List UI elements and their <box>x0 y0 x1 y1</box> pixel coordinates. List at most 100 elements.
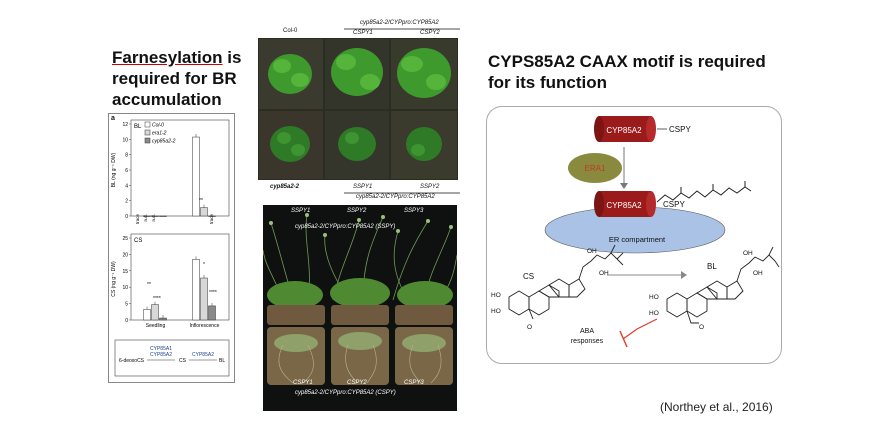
y-tick-label: 0 <box>125 318 128 324</box>
legend-swatch <box>144 121 151 128</box>
label-sspy1: SSPY1 <box>353 184 373 190</box>
pathway-enzyme2: CYP85A2 <box>192 352 214 358</box>
cyp85a2-top-cylinder <box>594 116 656 142</box>
sig-mark: * <box>203 262 205 268</box>
label-sspy2: SSPY2 <box>420 184 440 190</box>
legend-label: era1-2 <box>152 131 167 137</box>
chart-title: BL <box>134 124 142 130</box>
legend-swatch <box>144 129 151 136</box>
y-tick-label: 15 <box>122 269 128 275</box>
y-tick-label: 2 <box>125 199 128 205</box>
svg-text:HO: HO <box>491 292 501 299</box>
title-is: is <box>222 48 242 67</box>
svg-text:OH: OH <box>599 270 609 277</box>
chart-frame <box>130 119 230 217</box>
label-cspy1: CSPY1 <box>353 30 373 36</box>
y-tick-label: 10 <box>122 137 128 143</box>
label-sspy-group: cyp85a2-2/CYPpro:CYP85A2 (SSPY) <box>295 224 396 230</box>
svg-text:OH: OH <box>753 270 763 277</box>
svg-text:O: O <box>527 324 532 331</box>
sig-mark: **** <box>153 296 161 302</box>
left-title: Farnesylation is required for BR accumul… <box>112 47 277 110</box>
group-bracket-mid <box>344 192 460 194</box>
cyp-bottom-text: CYP85A2 <box>606 201 642 210</box>
pathway-enzyme1b: CYP85A2 <box>150 352 172 358</box>
cs-structure <box>508 244 624 320</box>
trace-label: n.d. <box>143 214 148 222</box>
label-top-group: cyp85a2-2/CYPpro:CYP85A2 <box>360 20 439 26</box>
label-cspy3-dark: CSPY3 <box>404 380 424 386</box>
bar-0-1-2 <box>208 215 216 217</box>
er-text: ER compartment <box>609 235 666 244</box>
bar-1-1-2 <box>208 305 216 321</box>
svg-text:OH: OH <box>743 250 753 257</box>
trace-label: trace <box>135 214 140 225</box>
label-col0: Col-0 <box>283 28 298 34</box>
title-farnesylation: Farnesylation <box>112 48 223 67</box>
bar-1-0-1 <box>151 304 159 321</box>
aba-line2: responses <box>571 338 604 345</box>
cyp85a2-bottom-cylinder <box>594 191 656 217</box>
title-line2: required for BR <box>112 69 237 88</box>
svg-text:O: O <box>699 324 704 331</box>
sig-mark: ** <box>199 198 203 204</box>
label-cspy2: CSPY2 <box>420 30 440 36</box>
svg-text:HO: HO <box>491 308 501 315</box>
bar-1-1-0 <box>192 259 200 321</box>
svg-text:OH: OH <box>587 248 597 255</box>
sig-mark: ** <box>147 282 151 288</box>
label-cspy1-dark: CSPY1 <box>293 380 313 386</box>
bar-1-1-1 <box>200 277 208 321</box>
bar-1-0-2 <box>159 317 167 321</box>
era1-text: ERA1 <box>585 164 606 173</box>
bar-0-0-0 <box>143 215 151 217</box>
label-sspy3-dark: SSPY3 <box>404 208 424 214</box>
aba-line1: ABA <box>580 328 594 335</box>
bar-1-0-0 <box>143 309 151 321</box>
y-axis-label: CS (ng g⁻¹ DW) <box>111 261 117 297</box>
group-bracket-top <box>344 28 460 30</box>
bl-label: BL <box>707 262 717 271</box>
y-tick-label: 8 <box>125 153 128 159</box>
label-sspy1-dark: SSPY1 <box>291 208 311 214</box>
label-cyp85a2: cyp85a2-2 <box>270 184 300 190</box>
legend-label: cyp85a2-2 <box>152 139 176 145</box>
pathway-mid: CS <box>179 358 187 364</box>
bar-0-1-1 <box>200 207 208 217</box>
cs-label: CS <box>523 272 534 281</box>
cspy-top-text: CSPY <box>669 125 691 134</box>
panel-tag: a <box>111 115 115 122</box>
cyp-top-text: CYP85A2 <box>606 126 642 135</box>
label-mid-group: cyp85a2-2/CYPpro:CYP85A2 <box>356 194 435 200</box>
pathway-enzyme1a: CYP85A1 <box>150 346 172 352</box>
legend-swatch <box>144 137 151 144</box>
pathway-box <box>114 339 230 377</box>
y-tick-label: 20 <box>122 252 128 258</box>
label-cspy-group: cyp85a2-2/CYPpro:CYP85A2 (CSPY) <box>295 390 396 396</box>
bar-0-0-2 <box>159 215 167 217</box>
label-cspy2-dark: CSPY2 <box>347 380 367 386</box>
legend-label: Col-0 <box>152 123 164 129</box>
inflorescence-photo <box>263 205 457 411</box>
label-sspy2-dark: SSPY2 <box>347 208 367 214</box>
caax-diagram: CYP85A2 CSPY ERA1 ER compartment CYP85A2… <box>486 106 782 364</box>
y-tick-label: 4 <box>125 183 128 189</box>
pathway-start: 6-deoxoCS <box>119 358 145 364</box>
y-axis-label: BL (ng g⁻¹ DW) <box>111 152 117 187</box>
right-title-line1: CYPS85A2 CAAX motif is required <box>488 52 766 71</box>
cspy-bottom-text: CSPY <box>663 200 685 209</box>
bl-structure <box>666 246 780 324</box>
y-tick-label: 25 <box>122 236 128 242</box>
y-tick-label: 10 <box>122 285 128 291</box>
era1-ellipse <box>568 153 622 183</box>
chart-frame <box>130 233 230 321</box>
citation: (Northey et al., 2016) <box>660 400 773 414</box>
trace-label: trace <box>209 214 214 225</box>
right-title: CYPS85A2 CAAX motif is required for its … <box>488 51 828 93</box>
bar-0-1-0 <box>192 136 200 217</box>
svg-text:HO: HO <box>649 294 659 301</box>
bar-0-0-1 <box>151 215 159 217</box>
y-tick-label: 0 <box>125 214 128 220</box>
